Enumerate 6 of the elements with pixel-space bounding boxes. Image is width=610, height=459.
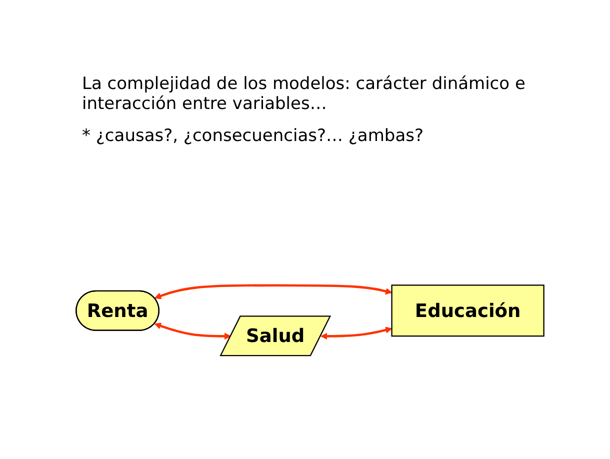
arrow [154,322,232,340]
arrow [154,284,392,299]
note-text: * ¿causas?, ¿consecuencias?… ¿ambas? [82,126,425,146]
node-box: Educación [391,284,544,336]
note-text: La complejidad de los modelos: carácter dinámico e interacción entre variables… [82,74,526,114]
arrow [320,326,392,340]
